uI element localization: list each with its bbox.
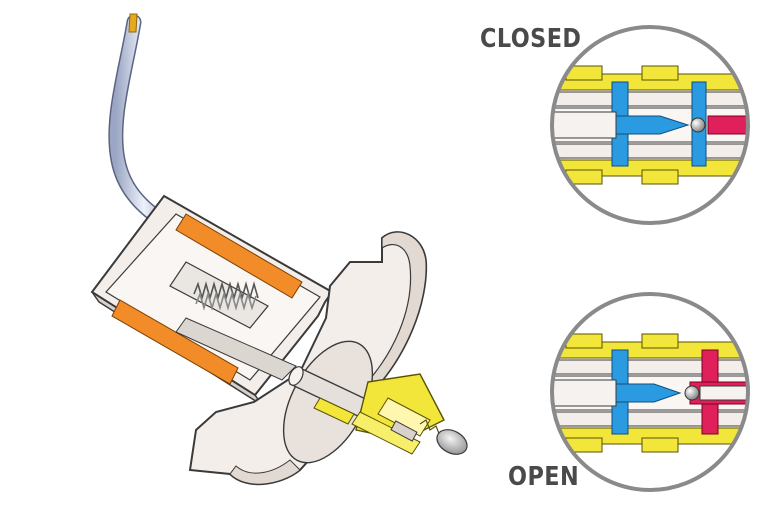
closed-label: CLOSED (480, 24, 582, 54)
coil-winding-top (175, 213, 303, 299)
seat-magenta (707, 115, 748, 135)
nozzle-tip (436, 429, 468, 455)
wire-tip (128, 13, 138, 33)
mounting-flange (188, 231, 428, 486)
solenoid-assembly (90, 13, 468, 486)
steel-ball-icon (690, 117, 706, 133)
open-detail-ring (550, 292, 750, 492)
valve-fitting (313, 373, 468, 455)
open-label: OPEN (508, 462, 580, 492)
closed-detail-ring (550, 25, 750, 225)
lead-wire (108, 13, 180, 234)
spring-icon (193, 281, 259, 311)
open-detail-view (550, 292, 750, 492)
coil-winding-bottom (111, 299, 239, 385)
steel-ball-icon (684, 385, 700, 401)
closed-detail-view (550, 25, 750, 225)
